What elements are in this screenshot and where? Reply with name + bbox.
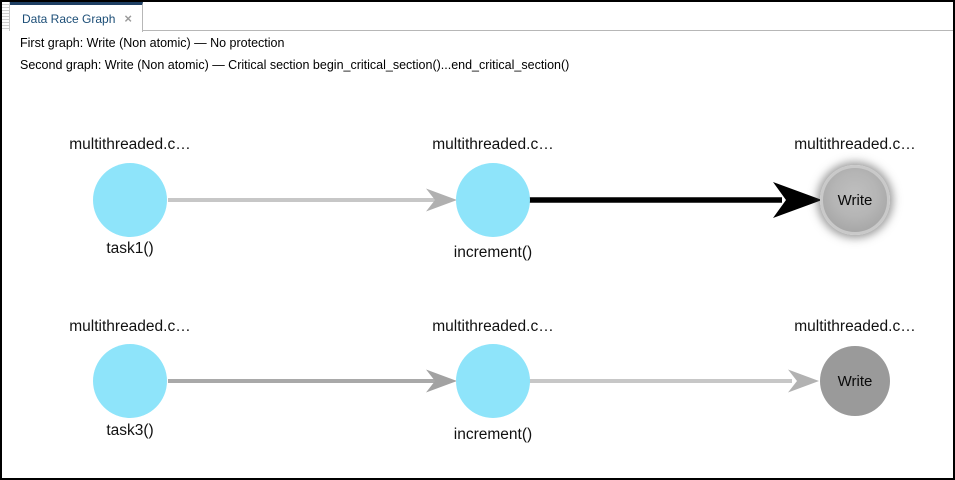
node-file-label: multithreaded.c… bbox=[432, 318, 554, 335]
node-function-label: task1() bbox=[106, 240, 154, 257]
node-increment-2[interactable] bbox=[456, 344, 530, 418]
node-function-label: task3() bbox=[106, 422, 154, 439]
node-write-selected[interactable]: Write bbox=[820, 165, 890, 235]
tab-bar: Data Race Graph × bbox=[2, 2, 953, 32]
node-task3[interactable] bbox=[93, 344, 167, 418]
edge-increment-write-race-arrowhead bbox=[773, 182, 822, 218]
node-function-label: increment() bbox=[453, 426, 533, 443]
node-increment-1[interactable] bbox=[456, 163, 530, 237]
first-graph-description: First graph: Write (Non atomic) — No pro… bbox=[20, 36, 285, 50]
node-file-label: multithreaded.c… bbox=[432, 136, 554, 153]
node-file-label: multithreaded.c… bbox=[69, 318, 191, 335]
node-file-label: multithreaded.c… bbox=[69, 136, 191, 153]
node-function-label: increment() bbox=[453, 244, 533, 261]
node-write-protected[interactable]: Write bbox=[820, 346, 890, 416]
tab-close-icon[interactable]: × bbox=[124, 11, 132, 26]
tab-label: Data Race Graph bbox=[22, 11, 116, 26]
node-file-label: multithreaded.c… bbox=[794, 136, 916, 153]
second-graph-description: Second graph: Write (Non atomic) — Criti… bbox=[20, 58, 570, 72]
edge-task1-increment-arrowhead bbox=[426, 188, 457, 212]
edge-increment2-write-arrowhead bbox=[788, 369, 819, 393]
edge-task3-increment-arrowhead bbox=[426, 369, 457, 393]
node-task1[interactable] bbox=[93, 163, 167, 237]
panel-grip-handle[interactable] bbox=[2, 2, 10, 31]
tab-data-race-graph[interactable]: Data Race Graph × bbox=[10, 2, 143, 32]
write-node-label: Write bbox=[837, 372, 873, 390]
node-file-label: multithreaded.c… bbox=[794, 318, 916, 335]
write-node-label: Write bbox=[837, 191, 873, 209]
